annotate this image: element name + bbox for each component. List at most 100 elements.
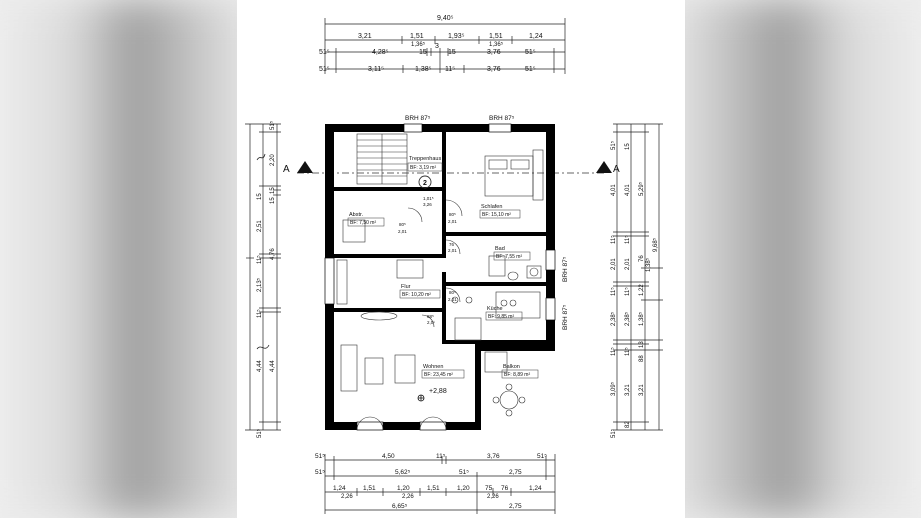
window-sill-label: BRH 87⁵: [562, 304, 569, 330]
svg-text:51⁵: 51⁵: [610, 428, 617, 438]
section-arrow-left: [297, 161, 313, 173]
right-dimension-chains: [613, 123, 663, 431]
svg-text:76: 76: [449, 242, 455, 247]
svg-text:11⁵: 11⁵: [624, 347, 631, 356]
svg-text:2,26: 2,26: [487, 494, 499, 500]
svg-text:51⁵: 51⁵: [256, 428, 263, 438]
svg-text:88: 88: [639, 355, 645, 362]
dim-label: 4,28⁵: [372, 49, 389, 56]
svg-text:2,26: 2,26: [341, 494, 353, 500]
svg-text:15: 15: [270, 187, 276, 194]
svg-text:76: 76: [639, 255, 645, 262]
svg-text:5,29⁵: 5,29⁵: [638, 181, 645, 196]
svg-text:4,44: 4,44: [270, 360, 276, 372]
svg-text:51⁵: 51⁵: [269, 120, 276, 130]
svg-text:11⁵: 11⁵: [610, 287, 617, 296]
dim-label: 15: [448, 49, 456, 56]
svg-text:1,38⁵: 1,38⁵: [645, 257, 652, 272]
window-openings: [324, 123, 556, 431]
svg-text:5,62⁵: 5,62⁵: [395, 469, 411, 476]
room-bad: Bad BF: 7,55 m²: [493, 246, 531, 261]
svg-text:Abstr.: Abstr.: [349, 212, 364, 218]
dim-label: 15: [419, 49, 427, 56]
dim-label: 1,38⁵: [415, 66, 432, 73]
top-dimension-chains: [324, 18, 566, 74]
floor-plan-drawing: 9,40⁵ 3,21 1,51 1,93⁵ 1,51 1,24 1,36⁵ 1,…: [245, 15, 663, 514]
floor-plan-sheet: 9,40⁵ 3,21 1,51 1,93⁵ 1,51 1,24 1,36⁵ 1,…: [237, 0, 685, 518]
room-treppenhaus: Treppenhaus BF: 3,19 m²: [407, 156, 443, 172]
svg-text:2,01: 2,01: [448, 297, 457, 302]
svg-text:Schlafen: Schlafen: [481, 204, 502, 210]
svg-text:Bad: Bad: [495, 246, 505, 252]
sofa: [340, 344, 358, 392]
svg-text:Wohnen: Wohnen: [423, 364, 443, 370]
svg-text:2,38⁵: 2,38⁵: [610, 311, 617, 326]
svg-text:1,38⁵: 1,38⁵: [638, 311, 645, 326]
dim-label: 1,51: [410, 33, 424, 40]
svg-text:Balkon: Balkon: [503, 364, 520, 370]
door-size-labels: 80⁵ 2,01 80⁵ 2,01 76 2,01 80⁵ 2,01 88⁵ 2…: [398, 196, 457, 325]
svg-text:4,50: 4,50: [382, 453, 395, 460]
room-schlafen: Schlafen BF: 15,10 m²: [479, 204, 521, 219]
svg-text:88⁵: 88⁵: [427, 314, 434, 319]
dim-label: 1,51: [489, 33, 503, 40]
svg-text:2,01: 2,01: [448, 219, 457, 224]
bed: [484, 155, 534, 197]
svg-text:11⁵: 11⁵: [624, 287, 631, 296]
svg-text:51⁵: 51⁵: [315, 469, 325, 476]
svg-text:+2,88: +2,88: [429, 388, 447, 395]
svg-text:6,65⁵: 6,65⁵: [392, 503, 408, 510]
svg-text:2,38⁵: 2,38⁵: [624, 311, 631, 326]
svg-text:80⁵: 80⁵: [449, 290, 456, 295]
dim-overall-width: 9,40⁵: [437, 15, 454, 22]
window-sill-label: BRH 87⁵: [489, 115, 515, 122]
dim-label: 51⁵: [319, 49, 330, 56]
svg-text:1,51: 1,51: [363, 485, 376, 492]
svg-text:3,26: 3,26: [423, 202, 432, 207]
svg-text:11⁵: 11⁵: [436, 453, 446, 460]
svg-text:15: 15: [270, 197, 276, 204]
room-labels: Treppenhaus BF: 3,19 m² Schlafen BF: 15,…: [347, 156, 539, 379]
dim-label: 3: [435, 43, 439, 50]
bottom-dimension-labels: 51⁵ 4,50 11⁵ 3,76 51⁵ 51⁵ 5,62⁵ 51⁵ 2,75…: [315, 453, 547, 510]
svg-text:Flur: Flur: [401, 284, 411, 290]
dim-label: 1,24: [529, 33, 543, 40]
dim-label: 51⁵: [319, 66, 330, 73]
svg-text:2,26: 2,26: [402, 494, 414, 500]
svg-text:2,13⁵: 2,13⁵: [256, 277, 263, 292]
svg-text:11⁵: 11⁵: [610, 235, 617, 244]
svg-text:3,09⁵: 3,09⁵: [610, 381, 617, 396]
svg-text:11⁵: 11⁵: [624, 235, 631, 244]
svg-text:Treppenhaus: Treppenhaus: [409, 156, 441, 162]
svg-text:11⁵: 11⁵: [610, 347, 617, 356]
svg-text:15: 15: [257, 193, 263, 200]
room-kueche: Küche BF: 9,85 m²: [485, 306, 523, 321]
balcony-table: [499, 390, 519, 410]
dining-table: [454, 317, 482, 341]
svg-text:51⁵: 51⁵: [610, 140, 617, 150]
svg-text:4,44: 4,44: [257, 360, 263, 372]
furniture: [336, 149, 544, 417]
svg-text:BF: 8,89 m²: BF: 8,89 m²: [504, 372, 530, 378]
dim-label: 3,21: [358, 33, 372, 40]
svg-text:13: 13: [639, 341, 645, 348]
stair-number: 2: [423, 180, 427, 187]
top-dimension-labels: 9,40⁵ 3,21 1,51 1,93⁵ 1,51 1,24 1,36⁵ 1,…: [319, 15, 543, 73]
svg-text:80⁵: 80⁵: [449, 212, 456, 217]
bottom-dimension-chains: [324, 454, 556, 514]
svg-text:15: 15: [625, 143, 631, 150]
room-flur: Flur BF: 10,20 m²: [399, 284, 441, 299]
svg-text:2,01: 2,01: [611, 258, 617, 270]
svg-text:BF: 10,20 m²: BF: 10,20 m²: [402, 292, 431, 298]
svg-text:2,75: 2,75: [509, 503, 522, 510]
svg-text:4,01: 4,01: [625, 184, 631, 196]
room-balkon: Balkon BF: 8,89 m²: [501, 364, 539, 379]
dim-label: 1,36⁵: [411, 41, 426, 48]
window-sill-label: BRH 87⁵: [405, 115, 431, 122]
dim-label: 1,36⁵: [489, 41, 504, 48]
dim-label: 3,11⁵: [368, 66, 384, 73]
kitchen-counter: [495, 291, 541, 319]
room-wohnen: Wohnen BF: 23,45 m²: [421, 364, 465, 379]
left-dimension-chains: [245, 123, 281, 431]
blurred-background-right: [650, 0, 921, 518]
